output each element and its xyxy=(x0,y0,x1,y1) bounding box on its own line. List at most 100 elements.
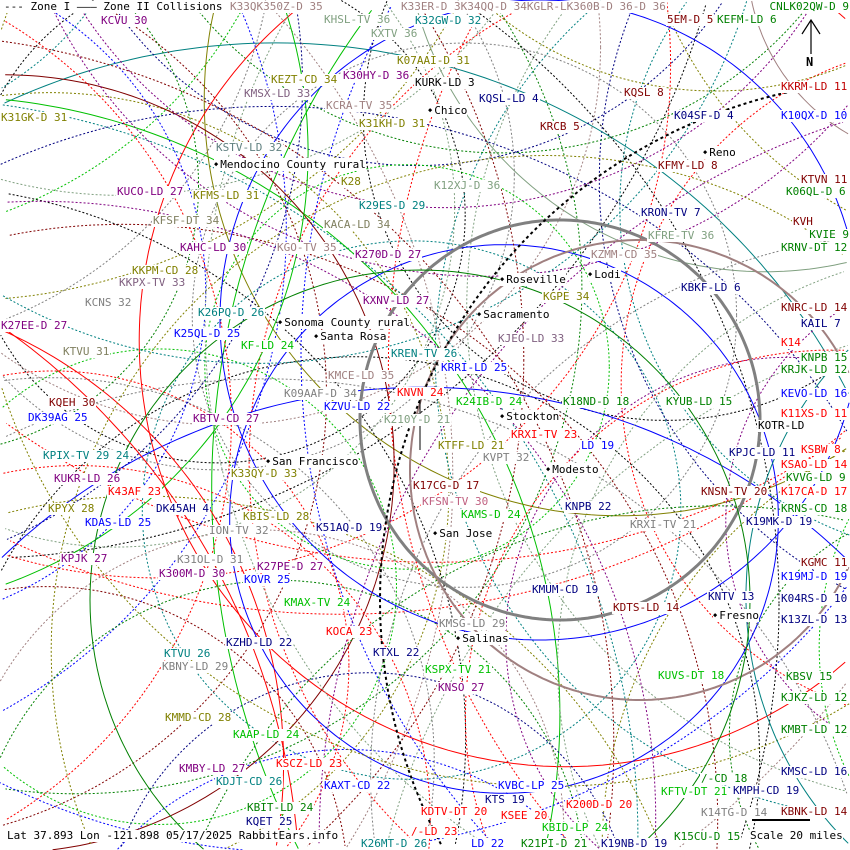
station-label[interactable]: KFTV-DT 21 xyxy=(660,785,729,798)
station-label[interactable]: KVBC-LP 25 xyxy=(497,779,566,792)
station-label[interactable]: KNRC-LD 14 xyxy=(780,301,849,314)
station-label[interactable]: LD 22 xyxy=(470,837,506,850)
station-label[interactable]: KBTV-CD 27 xyxy=(192,412,261,425)
station-label[interactable]: K30HY-D 36 xyxy=(342,69,411,82)
station-label[interactable]: KBID-LP 24 xyxy=(541,821,610,834)
station-label[interactable]: KDJT-CD 26 xyxy=(215,775,284,788)
station-label[interactable]: K27PE-D 27 xyxy=(256,560,325,573)
station-label[interactable]: KPIX-TV 29 24 xyxy=(42,449,131,462)
station-label[interactable]: KBNK-LD 14 xyxy=(780,805,849,818)
station-label[interactable]: /-CD 18 xyxy=(700,772,749,785)
station-label[interactable]: K210Y-D 21 xyxy=(383,413,452,426)
station-label[interactable]: K33ER-D 3K34QQ-D 34KGLR-LK360B-D 36-D 36 xyxy=(400,0,667,13)
station-label[interactable]: KEVO-LD 16 xyxy=(780,387,849,400)
station-label[interactable]: KTVN 11 xyxy=(800,173,849,186)
station-label[interactable]: KTFF-LD 21 xyxy=(437,439,506,452)
station-label[interactable]: KNPB 15 xyxy=(800,351,849,364)
station-label[interactable]: K21PI-D 21 xyxy=(520,837,589,850)
station-label[interactable]: K11XS-D 11 xyxy=(780,407,849,420)
station-label[interactable]: KTXL 22 xyxy=(372,646,421,659)
station-label[interactable]: KBKF-LD 6 xyxy=(680,281,742,294)
station-label[interactable]: KOVR 25 xyxy=(243,573,292,586)
station-label[interactable]: /-LD 23 xyxy=(410,825,459,838)
station-label[interactable]: KMSG-LD 29 xyxy=(438,617,507,630)
station-label[interactable]: KMBY-LD 27 xyxy=(178,762,247,775)
station-label[interactable]: KDAS-LD 25 xyxy=(84,516,153,529)
station-label[interactable]: KOCA 23 xyxy=(325,625,374,638)
station-label[interactable]: KUKR-LD 26 xyxy=(53,472,122,485)
station-label[interactable]: KRNV-DT 12 xyxy=(780,241,849,254)
station-label[interactable]: CNLK02QW-D 9 xyxy=(768,0,850,13)
station-label[interactable]: K14 xyxy=(780,336,802,349)
station-label[interactable]: KNVN 24 xyxy=(396,386,445,399)
station-label[interactable]: KQSL 8 xyxy=(623,86,665,99)
station-label[interactable]: K06QL-D 6 xyxy=(785,185,847,198)
station-label[interactable]: KVPT 32 xyxy=(482,451,531,464)
station-label[interactable]: KSCZ-LD 23 xyxy=(275,757,344,770)
station-label[interactable]: KZMM-CD 35 xyxy=(590,248,659,261)
station-label[interactable]: KXTV 36 xyxy=(370,27,419,40)
station-label[interactable]: KJEO-LD 33 xyxy=(497,332,566,345)
station-label[interactable]: KFSF-DT 34 xyxy=(152,214,221,227)
station-label[interactable]: K33QY-D 33 xyxy=(230,467,299,480)
station-label[interactable]: KURK-LD 3 xyxy=(414,76,476,89)
station-label[interactable]: K17CA-D 17 xyxy=(780,485,849,498)
station-label[interactable]: K31OL-D 31 xyxy=(176,553,245,566)
station-label[interactable]: KMPH-CD 19 xyxy=(732,784,801,797)
station-label[interactable]: KNPB 22 xyxy=(564,500,613,513)
station-label[interactable]: KSPX-TV 21 xyxy=(424,663,493,676)
station-label[interactable]: KDTS-LD 14 xyxy=(612,601,681,614)
station-label[interactable]: K12XJ-D 36 xyxy=(433,179,502,192)
station-label[interactable]: KMBT-LD 12 xyxy=(780,723,849,736)
station-label[interactable]: KBSV 15 xyxy=(785,670,834,683)
station-label[interactable]: KFRE-TV 36 xyxy=(647,229,716,242)
station-label[interactable]: KEFM-LD 6 xyxy=(716,13,778,26)
station-label[interactable]: 5EM-D 5 xyxy=(666,13,715,26)
station-label[interactable]: KHSL-TV 36 xyxy=(323,13,392,26)
station-label[interactable]: KJKZ-LD 12 xyxy=(780,691,849,704)
station-label[interactable]: KVVG-LD 9 xyxy=(785,471,847,484)
station-label[interactable]: KPJC-LD 11 xyxy=(728,446,797,459)
station-label[interactable]: KFSN-TV 30 xyxy=(421,495,490,508)
station-label[interactable]: K31KH-D 31 xyxy=(358,117,427,130)
station-label[interactable]: K25QL-D 25 xyxy=(173,327,242,340)
station-label[interactable]: KKRM-LD 11 xyxy=(780,80,849,93)
station-label[interactable]: K07AAI-D 31 xyxy=(396,54,471,67)
station-label[interactable]: KRCB 5 xyxy=(539,120,581,133)
station-label[interactable]: KQSL-LD 4 xyxy=(478,92,540,105)
station-label[interactable]: KRNS-CD 18 xyxy=(780,502,849,515)
station-label[interactable]: KMAX-TV 24 xyxy=(283,596,352,609)
station-label[interactable]: KNSO 27 xyxy=(437,681,486,694)
station-label[interactable]: KQET 25 xyxy=(245,815,294,828)
station-label[interactable]: KGPE 34 xyxy=(542,290,591,303)
station-label[interactable]: K43AF 23 xyxy=(107,485,162,498)
station-label[interactable]: K270D-D 27 xyxy=(354,248,423,261)
station-label[interactable]: KSAO-LD 14 xyxy=(780,458,849,471)
station-label[interactable]: KZHD-LD 22 xyxy=(225,636,294,649)
station-label[interactable]: K26MT-D 26 xyxy=(360,837,429,850)
station-label[interactable]: KYUB-LD 15 xyxy=(665,395,734,408)
station-label[interactable]: K14TG-D 14 xyxy=(700,806,769,819)
station-label[interactable]: DK45AH 4 xyxy=(155,502,210,515)
station-label[interactable]: KAXT-CD 22 xyxy=(323,779,392,792)
station-label[interactable]: KTVU 31 xyxy=(62,345,111,358)
station-label[interactable]: K24IB-D 24 xyxy=(455,395,524,408)
station-label[interactable]: K13ZL-D 13 xyxy=(780,613,849,626)
station-label[interactable]: K300M-D 30 xyxy=(158,567,227,580)
station-label[interactable]: K10QX-D 10 xyxy=(780,109,849,122)
station-label[interactable]: KCNS 32 xyxy=(84,296,133,309)
station-label[interactable]: KSBW 8 xyxy=(800,443,842,456)
station-label[interactable]: KVH xyxy=(792,215,814,228)
station-label[interactable]: ION-TV 32 xyxy=(208,524,270,537)
station-label[interactable]: KMCE-LD 35 xyxy=(327,369,396,382)
station-label[interactable]: KUCO-LD 27 xyxy=(116,185,185,198)
station-label[interactable]: KRXI-TV 21 xyxy=(629,518,698,531)
station-label[interactable]: KMSC-LD 16 xyxy=(780,765,849,778)
station-label[interactable]: K32GW-D 32 xyxy=(414,14,483,27)
station-label[interactable]: K09AAF-D 34 xyxy=(283,387,358,400)
station-label[interactable]: KAAP-LD 24 xyxy=(232,728,301,741)
station-label[interactable]: KNSN-TV 20 xyxy=(700,485,769,498)
station-label[interactable]: KGO-TV 35 xyxy=(276,241,338,254)
station-label[interactable]: KAMS-D 24 xyxy=(460,508,522,521)
